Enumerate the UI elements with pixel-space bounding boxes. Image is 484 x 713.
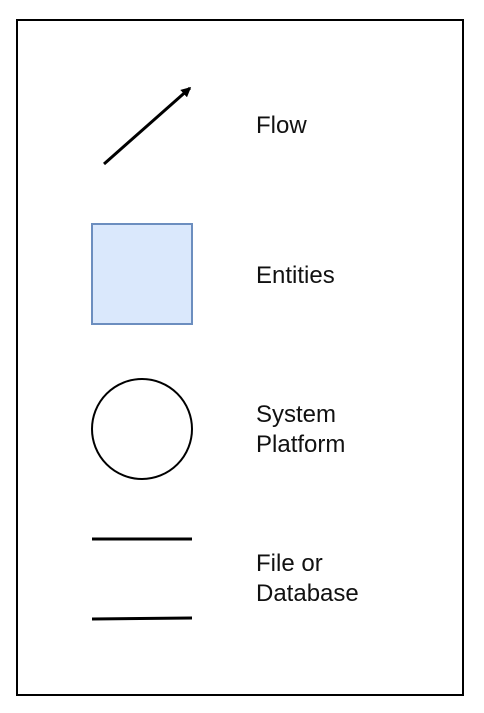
system-platform-legend-item [91, 378, 193, 480]
entities-legend-item [91, 223, 193, 325]
file-database-bottom-line-icon [91, 616, 193, 621]
entities-label: Entities [256, 262, 335, 289]
system-platform-circle-icon [91, 378, 193, 480]
legend-frame [16, 19, 464, 696]
entity-rectangle-icon [91, 223, 193, 325]
system-platform-label: System Platform [256, 401, 346, 458]
flow-legend-item [103, 86, 192, 166]
file-database-label: File or Database [256, 550, 359, 607]
flow-label: Flow [256, 112, 307, 139]
file-database-legend-item [91, 537, 193, 621]
flow-arrow-icon [103, 86, 192, 166]
